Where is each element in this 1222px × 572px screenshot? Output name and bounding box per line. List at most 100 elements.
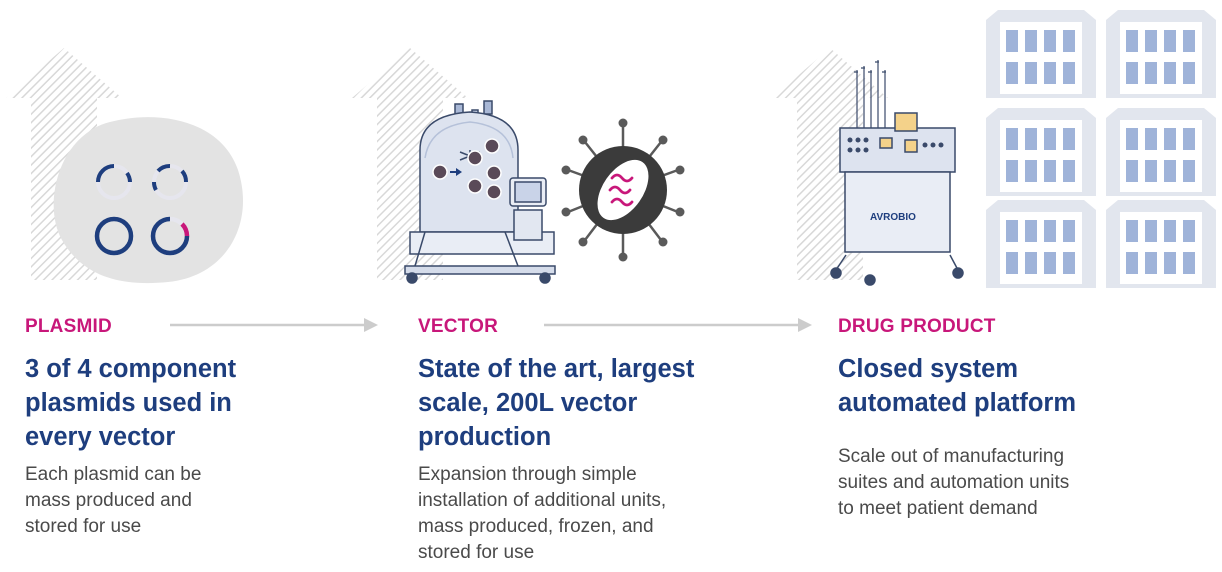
automation-unit-mini-icon xyxy=(1164,220,1176,242)
automation-unit-mini-icon xyxy=(1145,220,1157,242)
automation-unit-mini-icon xyxy=(1006,252,1018,274)
automation-unit-mini-icon xyxy=(1006,160,1018,182)
suite-icon xyxy=(1106,108,1216,196)
automation-unit-mini-icon xyxy=(1006,30,1018,52)
illustration-canvas: AVROBIO xyxy=(6,10,1216,288)
plasmid-illustration xyxy=(6,48,244,284)
step-plasmid: PLASMID 3 of 4 component plasmids used i… xyxy=(25,316,405,540)
automation-unit-mini-icon xyxy=(1126,30,1138,52)
automation-unit-mini-icon xyxy=(1183,252,1195,274)
step-label: PLASMID xyxy=(25,316,112,337)
step-label: DRUG PRODUCT xyxy=(838,316,996,337)
automation-unit-mini-icon xyxy=(1126,62,1138,84)
automation-unit-mini-icon xyxy=(1006,128,1018,150)
step-title-line: scale, 200L vector xyxy=(418,389,638,417)
automation-unit-mini-icon xyxy=(1006,220,1018,242)
automation-unit-mini-icon xyxy=(1025,220,1037,242)
step-description-line: mass produced, frozen, and xyxy=(418,516,654,537)
step-description-line: mass produced and xyxy=(25,490,192,511)
suite-icon xyxy=(1106,10,1216,98)
vector-illustration xyxy=(352,48,685,284)
automation-unit-mini-icon xyxy=(1145,160,1157,182)
automation-unit-mini-icon xyxy=(1183,160,1195,182)
automation-unit-mini-icon xyxy=(1164,252,1176,274)
step-description: Expansion through simple installation of… xyxy=(418,462,798,566)
automation-unit-mini-icon xyxy=(1063,62,1075,84)
step-label: VECTOR xyxy=(418,316,499,337)
transfer-arrow-icon xyxy=(450,168,462,176)
step-title-line: automated platform xyxy=(838,389,1077,417)
manufacturing-suites-grid xyxy=(986,10,1216,288)
step-description: Scale out of manufacturing suites and au… xyxy=(838,444,1218,522)
automation-unit-mini-icon xyxy=(1145,128,1157,150)
automation-unit-icon xyxy=(830,60,964,286)
automation-unit-mini-icon xyxy=(1044,252,1056,274)
flow-arrow-icon xyxy=(544,318,812,332)
automation-unit-mini-icon xyxy=(1126,220,1138,242)
automation-unit-mini-icon xyxy=(1164,30,1176,52)
automation-unit-mini-icon xyxy=(1025,128,1037,150)
plasmid-ring-icon xyxy=(94,216,134,256)
step-vector: VECTOR State of the art, largest scale, … xyxy=(418,316,798,566)
automation-unit-mini-icon xyxy=(1145,252,1157,274)
cell-cluster-icon xyxy=(432,138,502,200)
automation-unit-mini-icon xyxy=(1044,30,1056,52)
automation-unit-mini-icon xyxy=(1164,160,1176,182)
automation-unit-mini-icon xyxy=(1164,128,1176,150)
step-description-line: Expansion through simple xyxy=(418,464,637,485)
drug-product-illustration: AVROBIO xyxy=(772,10,1216,288)
suite-icon xyxy=(986,200,1096,288)
step-drug-product: DRUG PRODUCT Closed system automated pla… xyxy=(838,316,1218,522)
step-description-line: Each plasmid can be xyxy=(25,464,202,485)
step-description-line: installation of additional units, xyxy=(418,490,667,511)
automation-unit-mini-icon xyxy=(1044,62,1056,84)
step-description-line: suites and automation units xyxy=(838,472,1070,493)
automation-unit-mini-icon xyxy=(1063,160,1075,182)
suite-icon xyxy=(1106,200,1216,288)
suite-icon xyxy=(986,10,1096,98)
step-title: Closed system automated platform xyxy=(838,352,1218,420)
plasmid-ring-icon xyxy=(96,164,132,200)
automation-unit-mini-icon xyxy=(1025,62,1037,84)
automation-unit-mini-icon xyxy=(1183,62,1195,84)
virus-icon xyxy=(561,118,685,262)
cell-blob xyxy=(53,117,244,284)
automation-unit-mini-icon xyxy=(1183,128,1195,150)
automation-unit-mini-icon xyxy=(1025,252,1037,274)
automation-unit-mini-icon xyxy=(1063,128,1075,150)
step-description-line: Scale out of manufacturing xyxy=(838,446,1065,467)
step-title-line: plasmids used in xyxy=(25,389,232,417)
automation-unit-mini-icon xyxy=(1044,128,1056,150)
automation-unit-mini-icon xyxy=(1006,62,1018,84)
step-title-line: Closed system xyxy=(838,355,1018,383)
automation-unit-mini-icon xyxy=(1145,30,1157,52)
automation-unit-mini-icon xyxy=(1044,220,1056,242)
plasmid-ring-icon xyxy=(152,164,188,200)
automation-unit-mini-icon xyxy=(1063,252,1075,274)
automation-unit-mini-icon xyxy=(1126,252,1138,274)
suite-icon xyxy=(986,108,1096,196)
automation-unit-mini-icon xyxy=(1044,160,1056,182)
step-title: State of the art, largest scale, 200L ve… xyxy=(418,352,798,454)
automation-unit-mini-icon xyxy=(1126,160,1138,182)
company-logo: AVROBIO xyxy=(870,212,916,223)
automation-unit-mini-icon xyxy=(1025,30,1037,52)
flow-arrow-icon xyxy=(170,318,378,332)
plasmid-ring-icon xyxy=(150,216,190,256)
step-title-line: every vector xyxy=(25,423,176,451)
step-title-line: production xyxy=(418,423,552,451)
step-title-line: 3 of 4 component xyxy=(25,355,237,383)
automation-unit-mini-icon xyxy=(1025,160,1037,182)
step-description-line: to meet patient demand xyxy=(838,498,1038,519)
automation-unit-mini-icon xyxy=(1183,220,1195,242)
automation-unit-mini-icon xyxy=(1063,30,1075,52)
step-description-line: stored for use xyxy=(25,516,142,537)
automation-unit-mini-icon xyxy=(1126,128,1138,150)
step-title: 3 of 4 component plasmids used in every … xyxy=(25,352,405,454)
automation-unit-mini-icon xyxy=(1145,62,1157,84)
step-title-line: State of the art, largest xyxy=(418,355,695,383)
step-description: Each plasmid can be mass produced and st… xyxy=(25,462,405,540)
automation-unit-mini-icon xyxy=(1183,30,1195,52)
step-description-line: stored for use xyxy=(418,542,535,563)
automation-unit-mini-icon xyxy=(1164,62,1176,84)
